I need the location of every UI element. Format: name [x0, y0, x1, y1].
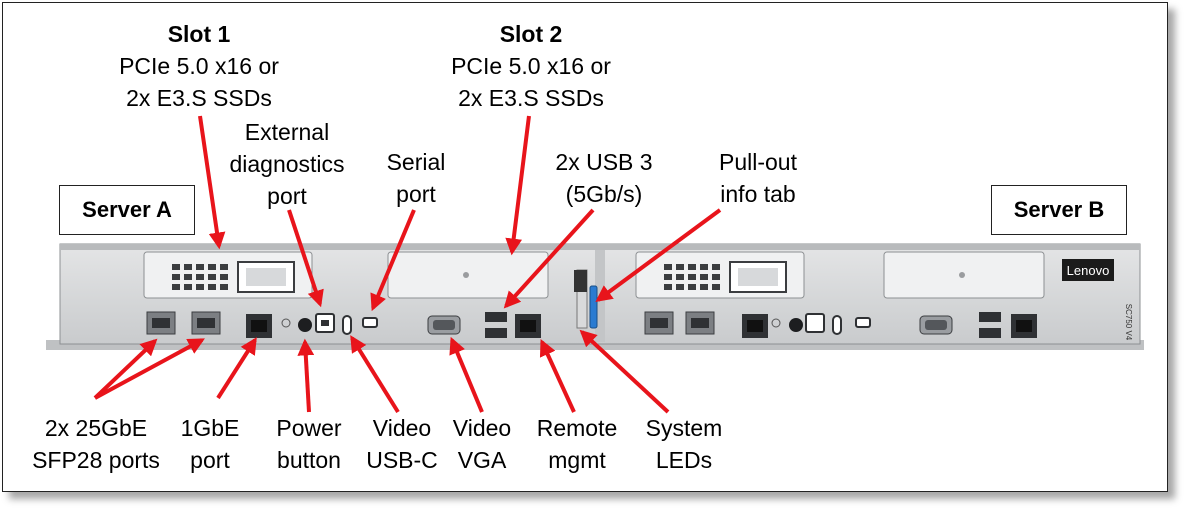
arrow-mgmt [539, 338, 576, 413]
mgmt-label: Remote mgmt [537, 412, 618, 476]
sfp28-line2: SFP28 ports [32, 447, 160, 473]
leds-line1: System [645, 415, 723, 441]
id-led [281, 318, 291, 328]
arrow-leds [579, 329, 670, 414]
slot1-label: Slot 1 PCIe 5.0 x16 or 2x E3.S SSDs [119, 18, 279, 114]
server-b-ports [644, 311, 1037, 338]
info-tab-label: Pull-out info tab [719, 146, 797, 210]
power-line1: Power [276, 415, 342, 441]
arrow-sfp28-a [93, 338, 158, 400]
slot1-title: Slot 1 [167, 21, 231, 47]
arrow-vga [449, 336, 484, 413]
power-line2: button [277, 447, 341, 473]
serial-label: Serial port [387, 146, 446, 210]
usb3-label: 2x USB 3 (5Gb/s) [555, 146, 652, 210]
gbe-line2: port [190, 447, 230, 473]
slot2-line1: PCIe 5.0 x16 or [451, 53, 611, 79]
ext-diag-line1: External [244, 119, 330, 145]
usb3-line2: (5Gb/s) [565, 181, 643, 207]
mgmt-line1: Remote [536, 415, 618, 441]
arrow-usbc [350, 335, 400, 414]
arrow-usb3 [503, 208, 595, 309]
serial-port-graphic [362, 317, 378, 328]
vga-port-graphic [427, 315, 461, 335]
leds-line2: LEDs [655, 447, 713, 473]
slot2-title: Slot 2 [499, 21, 563, 47]
power-button-graphic [298, 318, 312, 332]
arrow-slot2 [505, 115, 531, 256]
serial-line2: port [396, 181, 436, 207]
sfp28-ports [146, 311, 221, 335]
sfp28-line1: 2x 25GbE [44, 415, 148, 441]
leds-label: System LEDs [646, 412, 723, 476]
vga-label: Video VGA [453, 412, 511, 476]
vga-line2: VGA [457, 447, 507, 473]
arrow-sfp28-b [94, 338, 205, 400]
slot2-tray [387, 251, 549, 299]
mgmt-port-graphic [515, 314, 541, 338]
lenovo-logo-text: Lenovo [1067, 263, 1110, 278]
ext-diag-label: External diagnostics port [229, 116, 344, 212]
lenovo-logo: Lenovo [1062, 259, 1114, 281]
vga-line1: Video [452, 415, 512, 441]
callout-arrows [93, 115, 722, 414]
server-a-label: Server A [59, 185, 195, 235]
arrow-slot1 [198, 115, 226, 250]
slot1-line2: 2x E3.S SSDs [126, 85, 272, 111]
ext-diag-line3: port [267, 183, 307, 209]
usbc-label: Video USB-C [366, 412, 438, 476]
usb3-ports-graphic [485, 312, 507, 338]
info-tab-line1: Pull-out [719, 149, 797, 175]
arrow-info-tab [595, 208, 722, 302]
slot2-line2: 2x E3.S SSDs [458, 85, 604, 111]
slot1-tray [143, 251, 313, 299]
info-tab-line2: info tab [720, 181, 796, 207]
usbc-line1: Video [372, 415, 432, 441]
sfp28-label: 2x 25GbE SFP28 ports [32, 412, 160, 476]
info-tab-graphic [574, 269, 598, 329]
slot1-line1: PCIe 5.0 x16 or [119, 53, 279, 79]
gbe-line1: 1GbE [180, 415, 240, 441]
serial-line1: Serial [386, 149, 446, 175]
slot2-label: Slot 2 PCIe 5.0 x16 or 2x E3.S SSDs [451, 18, 611, 114]
model-label: SC750 V4 [1124, 304, 1133, 341]
arrow-power [297, 338, 315, 413]
mgmt-line2: mgmt [548, 447, 606, 473]
usbc-line2: USB-C [366, 447, 438, 473]
server-b-label: Server B [991, 185, 1127, 235]
gbe-label: 1GbE port [181, 412, 240, 476]
ext-diag-port-graphic [315, 313, 335, 333]
server-b-slot1-tray [635, 251, 805, 299]
arrow-gbe [216, 337, 257, 400]
usb3-line1: 2x USB 3 [555, 149, 653, 175]
ext-diag-line2: diagnostics [229, 151, 345, 177]
arrow-serial [370, 209, 416, 312]
arrow-ext-diag [287, 209, 324, 308]
power-label: Power button [276, 412, 341, 476]
server-b-slot2-tray [883, 251, 1045, 299]
usbc-port-graphic [342, 315, 352, 335]
gbe-port [246, 314, 272, 338]
